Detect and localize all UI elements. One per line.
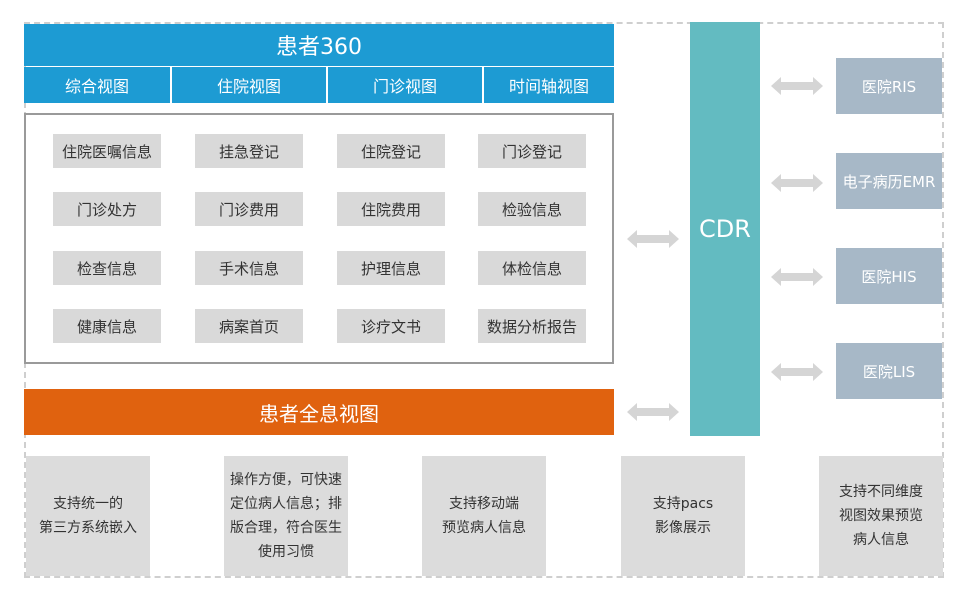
tab-timeline[interactable]: 时间轴视图	[484, 67, 614, 103]
tab-inpatient[interactable]: 住院视图	[172, 67, 326, 103]
system-emr[interactable]: 电子病历EMR	[836, 153, 942, 209]
double-arrow-icon	[627, 403, 679, 421]
double-arrow-icon	[627, 230, 679, 248]
feature-line: 视图效果预览	[839, 508, 923, 524]
double-arrow-icon	[771, 174, 823, 192]
feature-line: 定位病人信息；排	[230, 496, 342, 512]
grid-cell[interactable]: 数据分析报告	[478, 309, 586, 343]
grid-cell[interactable]: 病案首页	[195, 309, 303, 343]
grid-cell[interactable]: 住院登记	[337, 134, 445, 168]
feature-line: 第三方系统嵌入	[39, 520, 137, 536]
grid-cell[interactable]: 挂急登记	[195, 134, 303, 168]
tab-outpatient[interactable]: 门诊视图	[328, 67, 482, 103]
patient-360-title: 患者360	[24, 24, 614, 66]
grid-cell[interactable]: 检查信息	[53, 251, 161, 285]
grid-cell[interactable]: 住院费用	[337, 192, 445, 226]
feature-mobile-preview: 支持移动端 预览病人信息	[422, 456, 546, 576]
feature-line: 版合理，符合医生	[230, 520, 342, 536]
feature-third-party-embed: 支持统一的 第三方系统嵌入	[26, 456, 150, 576]
system-lis[interactable]: 医院LIS	[836, 343, 942, 399]
feature-multi-dimension-view: 支持不同维度 视图效果预览 病人信息	[819, 456, 943, 576]
grid-cell[interactable]: 手术信息	[195, 251, 303, 285]
feature-easy-operation: 操作方便，可快速 定位病人信息；排 版合理，符合医生 使用习惯	[224, 456, 348, 576]
feature-line: 病人信息	[853, 532, 909, 548]
feature-pacs-images: 支持pacs 影像展示	[621, 456, 745, 576]
feature-line: 影像展示	[655, 520, 711, 536]
double-arrow-icon	[771, 268, 823, 286]
system-ris[interactable]: 医院RIS	[836, 58, 942, 114]
grid-cell[interactable]: 护理信息	[337, 251, 445, 285]
feature-line: 支持移动端	[449, 496, 519, 512]
grid-cell[interactable]: 健康信息	[53, 309, 161, 343]
feature-line: 支持不同维度	[839, 484, 923, 500]
feature-line: 操作方便，可快速	[230, 472, 342, 488]
feature-line: 支持统一的	[53, 496, 123, 512]
feature-line: 预览病人信息	[442, 520, 526, 536]
double-arrow-icon	[771, 363, 823, 381]
patient-full-view-bar[interactable]: 患者全息视图	[24, 389, 614, 435]
grid-cell[interactable]: 检验信息	[478, 192, 586, 226]
double-arrow-icon	[771, 77, 823, 95]
feature-line: 使用习惯	[258, 544, 314, 560]
grid-cell[interactable]: 体检信息	[478, 251, 586, 285]
grid-cell[interactable]: 门诊处方	[53, 192, 161, 226]
grid-cell[interactable]: 住院医嘱信息	[53, 134, 161, 168]
grid-cell[interactable]: 门诊登记	[478, 134, 586, 168]
feature-line: 支持pacs	[652, 496, 714, 512]
cdr-block[interactable]: CDR	[690, 22, 760, 436]
system-his[interactable]: 医院HIS	[836, 248, 942, 304]
grid-cell[interactable]: 门诊费用	[195, 192, 303, 226]
grid-cell[interactable]: 诊疗文书	[337, 309, 445, 343]
tab-comprehensive[interactable]: 综合视图	[24, 67, 170, 103]
